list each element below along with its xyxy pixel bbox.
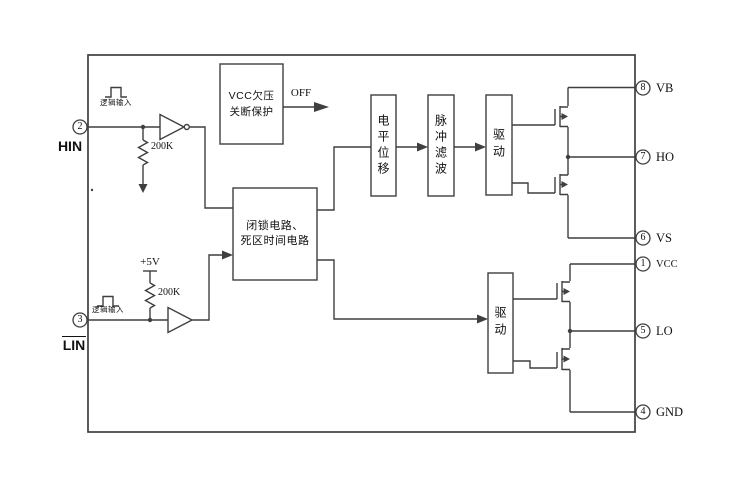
latch-block-label: 闭锁电路、 死区时间电路 [234,190,316,278]
resistor-high-icon [137,139,149,166]
level-shift-label: 电平位移 [376,113,390,178]
off-label: OFF [290,86,312,99]
pin-number-vb: 8 [640,82,646,93]
inverter-bubble-icon [183,123,191,131]
logic-input-label-high: 逻辑输入 [100,98,132,107]
supply-label: +5V [140,255,160,268]
driverhigh-in-arrowhead-icon [475,142,486,152]
mosfet-high-top-icon [512,106,568,128]
pin-number-vs: 6 [640,232,646,243]
junction-dot [567,328,573,334]
driver-high-block [485,94,513,196]
pin-circle-lo [635,323,651,339]
pin-circle-lin [72,312,88,328]
driverlow-in-arrowhead-icon [477,314,488,324]
pin-number-lo: 5 [640,325,646,336]
pin-number-lin: 3 [77,314,83,325]
pin-label-vs: VS [656,231,672,245]
mosfet-arrow-icon [563,288,570,295]
lin-buffer-output-wire [192,254,222,321]
logic-input-label-low: 逻辑输入 [92,305,124,314]
level-shift-block [370,94,397,197]
resistor-low-label: 200K [158,287,181,298]
mosfet-arrow-icon [561,181,568,188]
pin-number-ho: 7 [640,151,646,162]
pin-label-lin-text: LIN [61,336,87,353]
mosfet-low-top-icon [513,281,570,303]
pin-label-lin: LIN [57,336,91,353]
mosfet-low-bottom-icon [513,348,570,371]
pulse-waveform-icon-high [105,86,127,98]
driver-high-label: 驱动 [491,128,506,162]
pin-circle-vcc [635,256,651,272]
pin-circle-ho [635,149,651,165]
uvlo-line1: VCC欠压 [228,90,275,102]
latch-in-arrowhead-icon [222,250,233,260]
chip-border [87,54,636,433]
mosfet-high-bottom-icon [512,174,568,196]
junction-dot [565,154,571,160]
pin-label-ho: HO [656,150,675,164]
pin-number-hin: 2 [77,121,83,132]
pin-circle-gnd [635,404,651,420]
latch-to-driverlow-wire [317,259,477,320]
pin-label-hin: HIN [57,138,83,154]
latch-line1: 闭锁电路、 [246,220,304,232]
buffer-icon [167,306,194,334]
pin-circle-hin [72,119,88,135]
stray-dot [90,188,94,192]
junction-dot [140,124,146,130]
filter-in-arrowhead-icon [417,142,428,152]
pin-circle-vs [635,230,651,246]
pin-label-lo: LO [656,324,673,338]
ground-arrow-icon [138,184,148,193]
pin-number-gnd: 4 [640,406,646,417]
latch-deadtime-block [232,187,318,281]
pin-label-gnd: GND [656,405,684,419]
latch-line2: 死区时间电路 [240,235,310,247]
driver-low-block [487,272,514,374]
junction-dot [147,317,153,323]
pin-label-vb: VB [656,81,674,95]
uvlo-block-label: VCC欠压 关断保护 [221,66,282,142]
uvlo-block [219,63,284,145]
pulse-filter-label: 脉冲滤波 [433,113,448,178]
pin-label-vcc: VCC [656,259,678,270]
hin-inverter-output-wire [190,126,233,209]
pulse-waveform-icon-low [97,295,119,307]
pin-circle-vb [635,80,651,96]
inverter-icon [159,113,186,141]
pulse-filter-block [427,94,455,197]
pin-number-vcc: 1 [640,258,646,269]
driver-low-label: 驱动 [493,306,507,340]
mosfet-arrow-icon [561,113,568,120]
resistor-high-label: 200K [151,141,174,152]
off-arrowhead-icon [314,102,329,112]
uvlo-line2: 关断保护 [229,106,274,118]
mosfet-arrow-icon [563,355,570,363]
resistor-low-icon [144,282,156,309]
latch-to-levelshift-wire [317,146,371,211]
